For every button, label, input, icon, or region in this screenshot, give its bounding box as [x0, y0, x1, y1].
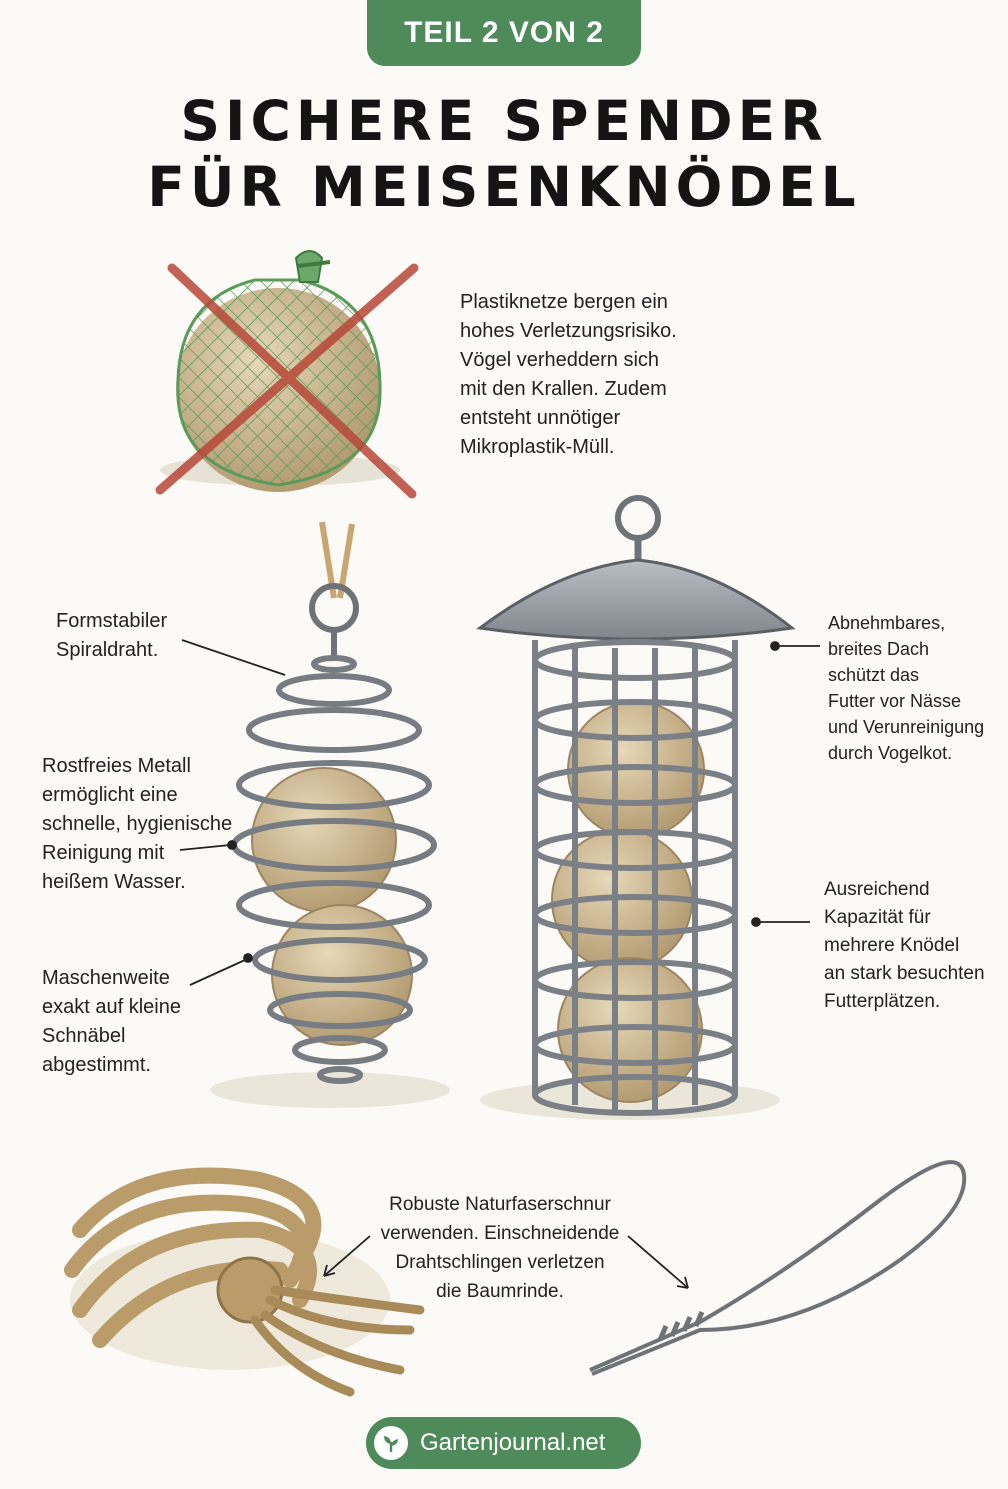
plant-leaf-icon: [374, 1426, 408, 1460]
capacity-note: Ausreichend Kapazität für mehrere Knödel…: [824, 879, 985, 1012]
red-cross-icon: [155, 263, 419, 499]
stainless-metal-note: Rostfreies Metall ermöglicht eine schnel…: [42, 755, 233, 893]
mesh-size-note: Maschenweite exakt auf kleine Schnäbel a…: [42, 967, 181, 1076]
cage-feeder-illustration: [476, 495, 796, 1120]
removable-roof-note: Abnehmbares, breites Dach schützt das Fu…: [828, 613, 985, 763]
plastic-net-note: Plastiknetze bergen ein hohes Verletzung…: [460, 291, 677, 458]
title-line-1: SICHERE SPENDER: [180, 89, 828, 153]
part-badge: TEIL 2 VON 2: [367, 0, 641, 66]
wire-loop-illustration: [589, 1160, 967, 1376]
natural-cord-note: Robuste Naturfaserschnur verwenden. Eins…: [380, 1194, 620, 1302]
annotation-leader-lines: [179, 639, 820, 1289]
footer-brand-badge[interactable]: Gartenjournal.net: [366, 1417, 641, 1469]
spiral-feeder-illustration: [210, 521, 450, 1108]
footer-brand-text: Gartenjournal.net: [420, 1429, 606, 1456]
natural-rope-illustration: [64, 1167, 425, 1397]
title-line-2: FÜR MEISENKNÖDEL: [147, 155, 861, 219]
page-title: SICHERE SPENDER FÜR MEISENKNÖDEL: [0, 88, 1008, 220]
spiral-wire-note: Formstabiler Spiraldraht.: [56, 610, 168, 661]
